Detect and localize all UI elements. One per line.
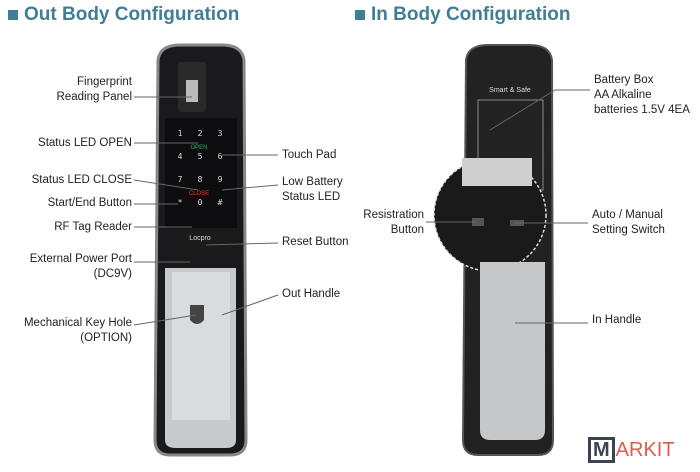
leader-out-handle bbox=[221, 294, 279, 316]
label-key-hole: Mechanical Key Hole(OPTION) bbox=[23, 317, 132, 344]
key-*: * bbox=[178, 198, 183, 207]
key-#: # bbox=[218, 198, 223, 207]
in-handle-shape bbox=[480, 262, 545, 440]
label-start-end: Start/End Button bbox=[47, 197, 132, 209]
leader-battery bbox=[489, 89, 556, 131]
key-9: 9 bbox=[218, 175, 223, 184]
leader-lines bbox=[133, 89, 590, 326]
fingerprint-sensor bbox=[186, 80, 198, 102]
key-hole-cover bbox=[190, 305, 204, 324]
led-open-text: OPEN bbox=[190, 145, 207, 151]
in-brand-text: Smart & Safe bbox=[489, 87, 531, 94]
title-text: Out Body Configuration bbox=[24, 4, 240, 25]
key-3: 3 bbox=[218, 129, 223, 138]
label-out-handle: Out Handle bbox=[282, 288, 341, 300]
leader-reset bbox=[205, 242, 279, 246]
brand-text: Locpro bbox=[189, 235, 211, 242]
keypad-digits: 1 2 3 4 5 6 7 8 9 * 0 # bbox=[178, 129, 223, 207]
key-0: 0 bbox=[198, 198, 203, 207]
key-6: 6 bbox=[218, 152, 223, 161]
key-2: 2 bbox=[198, 129, 203, 138]
key-7: 7 bbox=[178, 175, 183, 184]
in-body-lock bbox=[433, 44, 555, 456]
label-in-handle: In Handle bbox=[592, 314, 642, 326]
logo-box: M bbox=[588, 437, 615, 463]
led-close-text: CLOSE bbox=[189, 191, 209, 197]
label-power-port: External Power Port(DC9V) bbox=[29, 253, 132, 280]
out-body-lock bbox=[153, 43, 248, 457]
label-reset: Reset Button bbox=[282, 236, 349, 248]
label-touch-pad: Touch Pad bbox=[282, 149, 337, 161]
title-text: In Body Configuration bbox=[371, 4, 571, 25]
key-1: 1 bbox=[178, 129, 183, 138]
out-body-title: Out Body Configuration bbox=[8, 4, 239, 26]
touch-pad bbox=[165, 118, 237, 228]
leader-led-close bbox=[133, 179, 199, 191]
in-body-title: In Body Configuration bbox=[355, 4, 570, 26]
key-5: 5 bbox=[198, 152, 203, 161]
label-rf-tag: RF Tag Reader bbox=[54, 221, 132, 233]
key-4: 4 bbox=[178, 152, 183, 161]
label-led-close: Status LED CLOSE bbox=[31, 174, 132, 186]
logo-text: ARKIT bbox=[615, 438, 675, 461]
leader-low-battery bbox=[221, 184, 279, 191]
key-8: 8 bbox=[198, 175, 203, 184]
label-led-open: Status LED OPEN bbox=[38, 137, 132, 149]
leader-key-hole bbox=[133, 314, 197, 326]
